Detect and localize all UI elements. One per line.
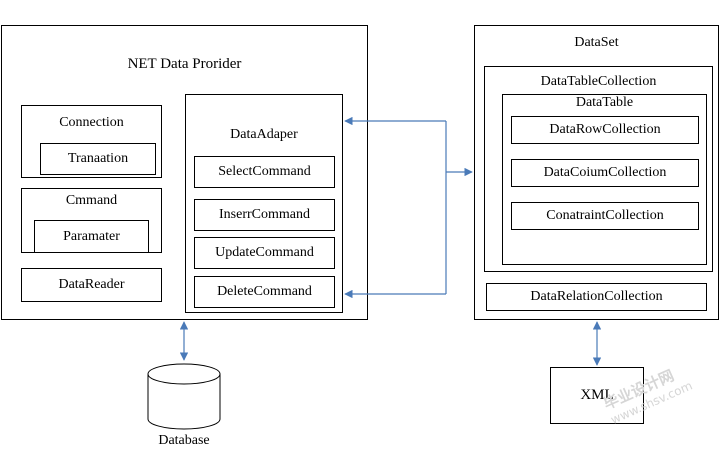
- transaction-box: Tranaation: [40, 143, 156, 175]
- connection-label: Connection: [59, 115, 124, 130]
- update-command-box: UpdateCommand: [194, 237, 335, 269]
- data-reader-box: DataReader: [21, 268, 162, 302]
- data-row-collection-box: DataRowCollection: [511, 116, 699, 144]
- database-label: Database: [158, 433, 210, 448]
- data-relation-collection-box: DataRelationCollection: [486, 283, 707, 311]
- data-table-label: DataTable: [575, 95, 634, 110]
- constraint-collection-box: ConatraintCollection: [511, 202, 699, 230]
- database-cylinder-icon: [147, 363, 221, 430]
- select-command-box: SelectCommand: [194, 156, 335, 188]
- adapter-dataset-connector: [344, 116, 473, 299]
- dataset-title: DataSet: [574, 35, 619, 50]
- parameter-box: Paramater: [34, 220, 149, 253]
- data-table-collection-label: DataTableCollection: [540, 74, 657, 89]
- net-data-provider-title: NET Data Prorider: [127, 56, 242, 72]
- delete-command-box: DeleteCommand: [194, 276, 335, 308]
- data-adapter-label: DataAdaper: [230, 127, 298, 142]
- xml-box: XML: [550, 367, 644, 424]
- insert-command-box: InserrCommand: [194, 199, 335, 231]
- command-label: Cmmand: [65, 193, 118, 208]
- data-column-collection-box: DataCoiumCollection: [511, 159, 699, 187]
